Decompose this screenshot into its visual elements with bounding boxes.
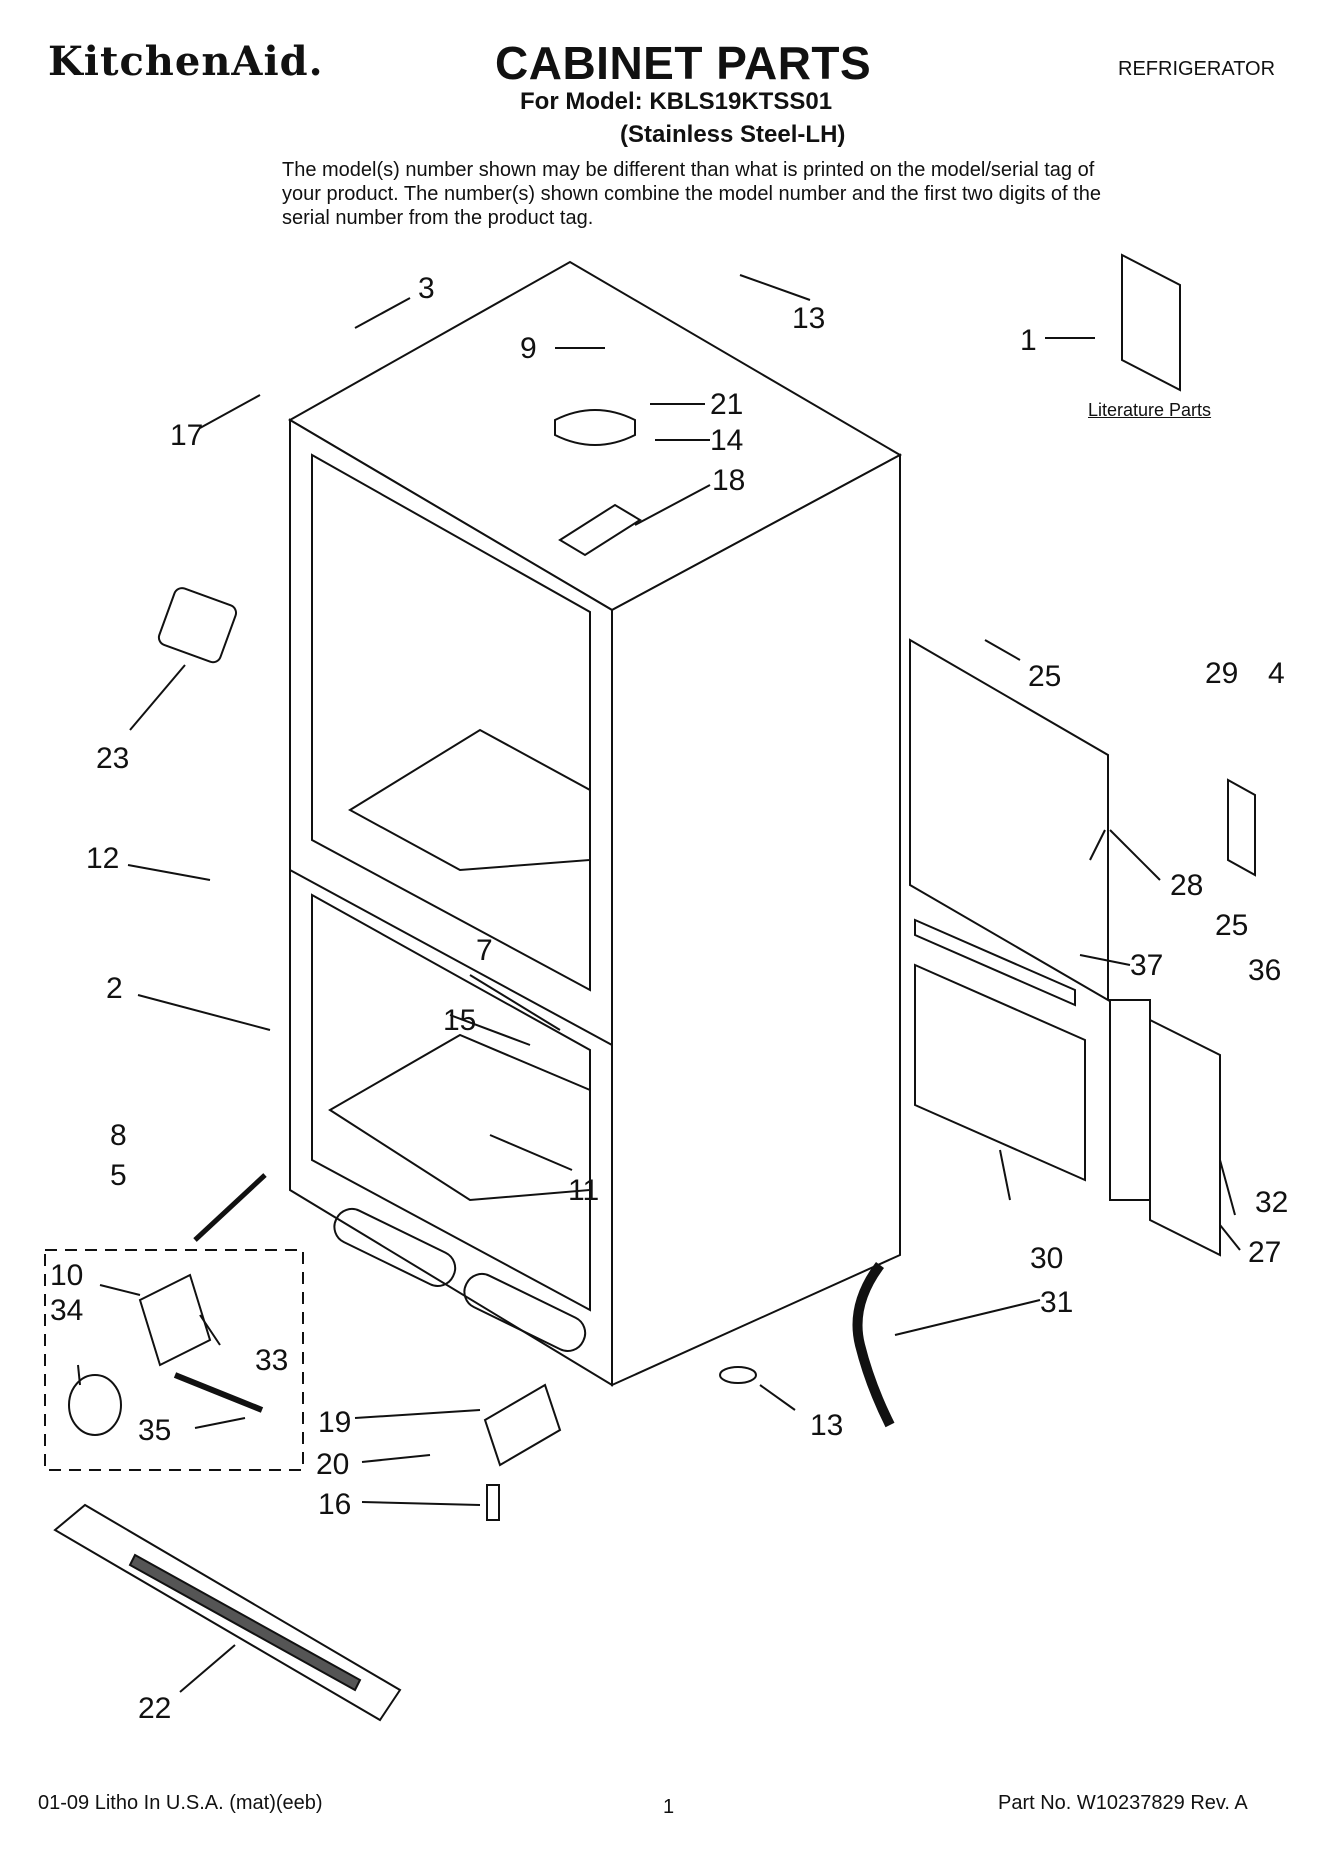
callout-28: 28 bbox=[1170, 869, 1203, 902]
callout-14: 14 bbox=[710, 424, 743, 457]
screw-16 bbox=[486, 1484, 500, 1521]
screw-8 bbox=[193, 1173, 267, 1242]
callout-37: 37 bbox=[1130, 949, 1163, 982]
callout-18: 18 bbox=[712, 464, 745, 497]
callout-19: 19 bbox=[318, 1406, 351, 1439]
callout-1: 1 bbox=[1020, 324, 1037, 357]
part-number: Part No. W10237829 Rev. A bbox=[998, 1792, 1248, 1814]
roller-bracket-10 bbox=[138, 1273, 212, 1367]
intro-paragraph: The model(s) number shown may be differe… bbox=[282, 159, 1101, 229]
callout-11: 11 bbox=[568, 1174, 599, 1207]
callout-36: 36 bbox=[1248, 954, 1281, 987]
callout-27: 27 bbox=[1248, 1236, 1281, 1269]
callout-29: 29 bbox=[1205, 657, 1238, 690]
callout-15: 15 bbox=[443, 1004, 476, 1037]
callout-33: 33 bbox=[255, 1344, 288, 1377]
callout-23: 23 bbox=[96, 742, 129, 775]
divider-line bbox=[289, 869, 613, 1046]
callout-17: 17 bbox=[170, 419, 203, 452]
callout-9: 9 bbox=[520, 332, 537, 365]
axle-35 bbox=[173, 1372, 264, 1413]
bracket-27-rail bbox=[1109, 999, 1151, 1201]
callout-13-top: 13 bbox=[792, 302, 825, 335]
control-part-23 bbox=[157, 587, 238, 664]
hinge-18 bbox=[558, 503, 642, 557]
roller-assembly-box bbox=[44, 1249, 304, 1471]
cover-29 bbox=[1227, 778, 1256, 877]
grille-vents bbox=[128, 1553, 362, 1692]
category-label: REFRIGERATOR bbox=[1118, 58, 1276, 80]
bracket-27 bbox=[1149, 1018, 1221, 1257]
callout-13-bottom: 13 bbox=[810, 1409, 843, 1442]
freezer-opening bbox=[311, 893, 591, 1312]
callout-12: 12 bbox=[86, 842, 119, 875]
freezer-floor bbox=[328, 1033, 591, 1202]
base-vent-right bbox=[463, 1272, 587, 1352]
callout-34: 34 bbox=[50, 1294, 83, 1327]
callout-21: 21 bbox=[710, 388, 743, 421]
callout-3: 3 bbox=[418, 272, 435, 305]
callout-8: 8 bbox=[110, 1119, 127, 1152]
roller-wheel-34 bbox=[68, 1374, 122, 1436]
callout-30: 30 bbox=[1030, 1242, 1063, 1275]
base-vent-left bbox=[333, 1207, 457, 1287]
callout-10: 10 bbox=[50, 1259, 83, 1292]
callout-25-upper: 25 bbox=[1028, 660, 1061, 693]
callout-35: 35 bbox=[138, 1414, 171, 1447]
hinge-19 bbox=[483, 1383, 562, 1467]
cabinet-front bbox=[289, 418, 613, 1387]
page-number: 1 bbox=[663, 1796, 675, 1818]
access-cover-28 bbox=[909, 638, 1109, 1002]
model-variant: (Stainless Steel-LH) bbox=[620, 121, 846, 148]
literature-parts-book bbox=[1121, 253, 1181, 392]
callout-31: 31 bbox=[1040, 1286, 1073, 1319]
callout-4: 4 bbox=[1268, 657, 1285, 690]
cabinet-side bbox=[611, 453, 901, 1387]
plug-13-bottom bbox=[719, 1366, 757, 1384]
brand-logo: KitchenAid. bbox=[48, 38, 324, 85]
print-info: 01-09 Litho In U.S.A. (mat)(eeb) bbox=[38, 1792, 323, 1814]
callout-7: 7 bbox=[476, 934, 493, 967]
drain-tube-31 bbox=[852, 1262, 895, 1428]
callout-32: 32 bbox=[1255, 1186, 1288, 1219]
model-number: For Model: KBLS19KTSS01 bbox=[520, 88, 833, 115]
fresh-food-opening bbox=[311, 453, 591, 992]
callout-5: 5 bbox=[110, 1159, 127, 1192]
page-title: CABINET PARTS bbox=[495, 37, 872, 89]
callout-2: 2 bbox=[106, 972, 123, 1005]
literature-parts-label: Literature Parts bbox=[1088, 400, 1212, 420]
callout-25-lower: 25 bbox=[1215, 909, 1248, 942]
callout-22: 22 bbox=[138, 1692, 171, 1725]
hinge-cap-21 bbox=[554, 409, 636, 446]
fresh-food-shelf-floor bbox=[348, 728, 591, 872]
callout-20: 20 bbox=[316, 1448, 349, 1481]
panel-30 bbox=[914, 963, 1086, 1182]
strip-37 bbox=[914, 918, 1076, 1007]
callout-16: 16 bbox=[318, 1488, 351, 1521]
